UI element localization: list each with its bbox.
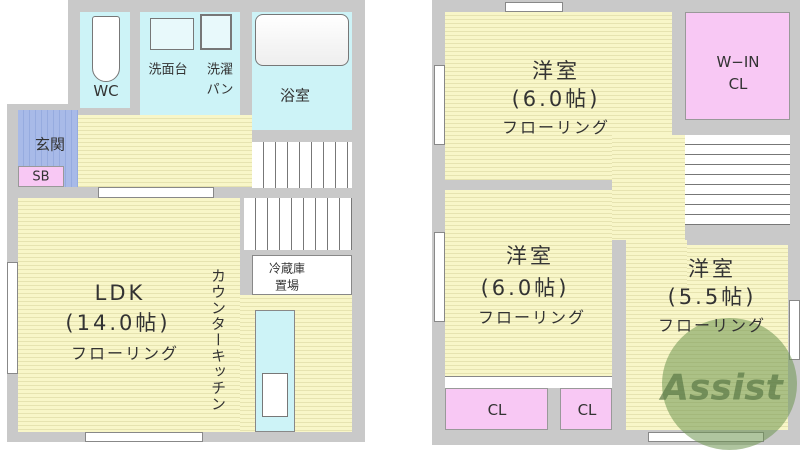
entrance-label: 玄関 bbox=[34, 135, 66, 154]
washroom bbox=[140, 12, 240, 130]
ldk-room bbox=[18, 198, 240, 432]
ldk-floor: フローリング bbox=[70, 344, 180, 363]
room2-size: (6.0帖) bbox=[480, 276, 570, 300]
fridge-label-2: 置場 bbox=[274, 278, 300, 293]
kitchen-counter bbox=[255, 310, 295, 432]
bathtub-icon bbox=[255, 14, 349, 66]
room3-size: (5.5帖) bbox=[667, 285, 757, 309]
room2 bbox=[445, 190, 612, 383]
bathroom bbox=[252, 12, 352, 130]
room2-floor: フローリング bbox=[477, 308, 587, 327]
staircase-2f bbox=[685, 135, 790, 225]
shoe-box-label: SB bbox=[32, 169, 50, 185]
closet-b bbox=[560, 388, 612, 430]
walk-in-closet-label-2: CL bbox=[728, 75, 748, 93]
room1-name: 洋室 bbox=[532, 59, 580, 83]
fridge-space bbox=[252, 255, 352, 295]
room3-entry bbox=[626, 240, 687, 300]
room1-floor: フローリング bbox=[501, 118, 611, 137]
ldk-window-left bbox=[7, 262, 18, 374]
laundry-label-2: パン bbox=[206, 82, 234, 98]
wc-room bbox=[80, 12, 130, 108]
sink-icon bbox=[262, 373, 288, 417]
room1-size: (6.0帖) bbox=[511, 87, 601, 111]
shoe-box bbox=[18, 166, 64, 187]
fridge-label-1: 冷蔵庫 bbox=[268, 261, 306, 276]
room3-window-right bbox=[789, 300, 800, 360]
walk-in-closet bbox=[685, 12, 790, 120]
ldk-window-bottom bbox=[85, 432, 203, 442]
room2-name: 洋室 bbox=[506, 244, 554, 268]
watermark-text: Assist bbox=[661, 367, 783, 409]
closet-doors bbox=[445, 376, 612, 388]
bathroom-label: 浴室 bbox=[279, 86, 311, 105]
closet-a-label: CL bbox=[487, 401, 507, 419]
toilet-icon bbox=[92, 16, 120, 82]
watermark-logo bbox=[662, 318, 797, 450]
hallway-2f bbox=[612, 135, 685, 240]
washstand-label: 洗面台 bbox=[148, 62, 188, 78]
laundry-label-1: 洗濯 bbox=[206, 62, 234, 78]
laundry-pan-icon bbox=[200, 14, 232, 50]
staircase-1f-lower bbox=[244, 198, 352, 250]
walk-in-closet-label-1: W−IN bbox=[716, 53, 760, 71]
room2-window-left bbox=[434, 232, 445, 322]
room3-upper bbox=[687, 245, 788, 295]
ldk-name: LDK bbox=[94, 281, 146, 305]
hallway-1f bbox=[78, 115, 252, 187]
closet-b-label: CL bbox=[577, 401, 597, 419]
ldk-size: (14.0帖) bbox=[65, 311, 171, 335]
room1-window-left bbox=[434, 65, 445, 145]
hallway-door bbox=[98, 187, 214, 198]
kitchen-label: カウンターキッチン bbox=[209, 268, 227, 412]
wc-label: WC bbox=[93, 82, 119, 100]
room1-window-top bbox=[505, 2, 563, 12]
washbasin-icon bbox=[150, 18, 194, 50]
room3-floor: フローリング bbox=[657, 316, 767, 335]
staircase-1f bbox=[252, 142, 352, 188]
closet-a bbox=[445, 388, 548, 430]
room3-name: 洋室 bbox=[688, 257, 736, 281]
